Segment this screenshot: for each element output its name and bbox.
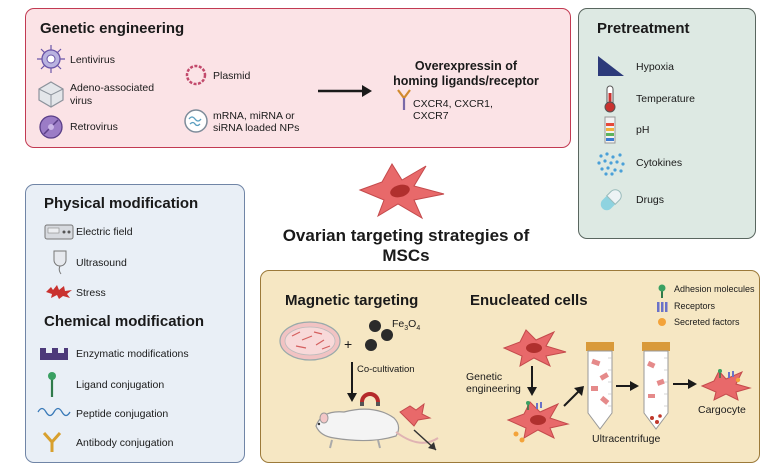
msc-cell-icon: [358, 163, 445, 220]
chemical-item-enzymatic: Enzymatic modifications: [76, 348, 189, 360]
stress-icon: [46, 285, 72, 299]
arrow-right-icon: [318, 85, 372, 97]
mouse-magnet-icon: [315, 392, 439, 451]
aav-label-line2: virus: [70, 95, 93, 107]
ultracentrifuge-label: Ultracentrifuge: [592, 433, 661, 445]
arrow-right-small-icon-2: [673, 379, 697, 389]
o-text: O: [408, 318, 417, 330]
center-title-line1: Ovarian targeting strategies of: [282, 226, 530, 245]
ultracentrifuge-tube-1-icon: [586, 342, 614, 430]
physical-item-stress: Stress: [76, 287, 106, 299]
cxcr-label-line1: CXCR4, CXCR1,: [413, 98, 493, 110]
ultrasound-probe-icon: [53, 250, 67, 275]
ultracentrifuge-tube-2-icon: [642, 342, 670, 430]
physical-modification-title: Physical modification: [44, 195, 199, 212]
pretreatment-item-cytokines: Cytokines: [636, 157, 683, 169]
electric-field-device-icon: [44, 224, 74, 240]
thermometer-icon: [604, 85, 616, 113]
chemical-modification-title: Chemical modification: [44, 313, 205, 330]
pretreatment-item-ph: pH: [636, 124, 650, 136]
secreted-factors-icon: [658, 318, 666, 326]
cocultivation-label: Co-cultivation: [357, 364, 415, 375]
arrow-down-small-icon: [527, 366, 537, 396]
arrow-diagonal-icon: [563, 386, 584, 407]
cxcr-label-line2: CXCR7: [413, 110, 449, 122]
drug-capsule-icon: [600, 189, 622, 211]
plasmid-label: Plasmid: [213, 70, 251, 82]
pretreatment-item-temperature: Temperature: [636, 93, 695, 105]
legend-secreted-factors: Secreted factors: [674, 317, 740, 327]
receptors-legend-icon: [657, 302, 668, 312]
peptide-icon: [37, 407, 71, 417]
nps-label-line2: siRNA loaded NPs: [213, 122, 300, 134]
enzyme-icon: [40, 348, 68, 360]
genetic-engineering-line2: engineering: [466, 383, 521, 395]
physical-item-electric-field: Electric field: [76, 226, 133, 238]
aav-label-line1: Adeno-associated: [70, 82, 155, 94]
pretreatment-title: Pretreatment: [597, 20, 690, 37]
ligand-icon: [48, 372, 56, 397]
ph-strip-icon: [604, 116, 616, 144]
retrovirus-icon: [39, 115, 63, 139]
source-cell-icon: [502, 329, 567, 368]
fe3o4-label: Fe3O4: [392, 318, 420, 335]
magnetic-targeting-title: Magnetic targeting: [285, 292, 419, 309]
fe-subscript: 3: [404, 325, 409, 333]
culture-dish-icon: [279, 321, 341, 361]
lentivirus-icon: [37, 45, 65, 73]
nanoparticle-icon: [184, 109, 208, 133]
retrovirus-label: Retrovirus: [70, 121, 118, 133]
pretreatment-item-drugs: Drugs: [636, 194, 665, 206]
pretreatment-item-hypoxia: Hypoxia: [636, 61, 674, 73]
lentivirus-label: Lentivirus: [70, 54, 115, 66]
overexpression-title-line1: Overexpressin of: [414, 59, 518, 73]
enucleated-cells-title: Enucleated cells: [470, 292, 588, 309]
arrow-down-icon: [347, 362, 357, 402]
chemical-item-ligand: Ligand conjugation: [76, 379, 165, 391]
genetic-engineering-title: Genetic engineering: [40, 20, 185, 37]
o-subscript: 4: [416, 325, 421, 333]
cargocyte-icon: [700, 369, 752, 401]
chemical-item-antibody: Antibody conjugation: [76, 437, 174, 449]
plus-sign: +: [344, 336, 353, 352]
hypoxia-icon: [598, 56, 624, 76]
adhesion-molecule-icon: [658, 284, 666, 298]
fe-text: Fe: [392, 318, 405, 330]
nps-label-line1: mRNA, miRNA or: [213, 110, 295, 122]
fe3o4-nanoparticles-icon: [365, 320, 393, 351]
legend-adhesion-molecules: Adhesion molecules: [674, 284, 755, 294]
cargocyte-label: Cargocyte: [698, 404, 746, 416]
cytokines-icon: [597, 152, 625, 176]
plasmid-icon: [185, 64, 207, 86]
physical-item-ultrasound: Ultrasound: [76, 257, 127, 269]
aav-icon: [38, 81, 64, 108]
genetic-engineering-panel: [25, 8, 571, 148]
chemical-item-peptide: Peptide conjugation: [76, 408, 169, 420]
overexpression-title-line2: homing ligands/receptor: [393, 74, 539, 88]
center-title-line2: MSCs: [382, 246, 430, 265]
arrow-right-small-icon-1: [616, 381, 639, 391]
genetic-engineering-line1: Genetic: [466, 371, 503, 383]
antibody-icon: [42, 432, 62, 452]
receptor-icon: [397, 89, 411, 110]
legend-receptors: Receptors: [674, 301, 716, 311]
engineered-cell-icon: [506, 401, 570, 443]
